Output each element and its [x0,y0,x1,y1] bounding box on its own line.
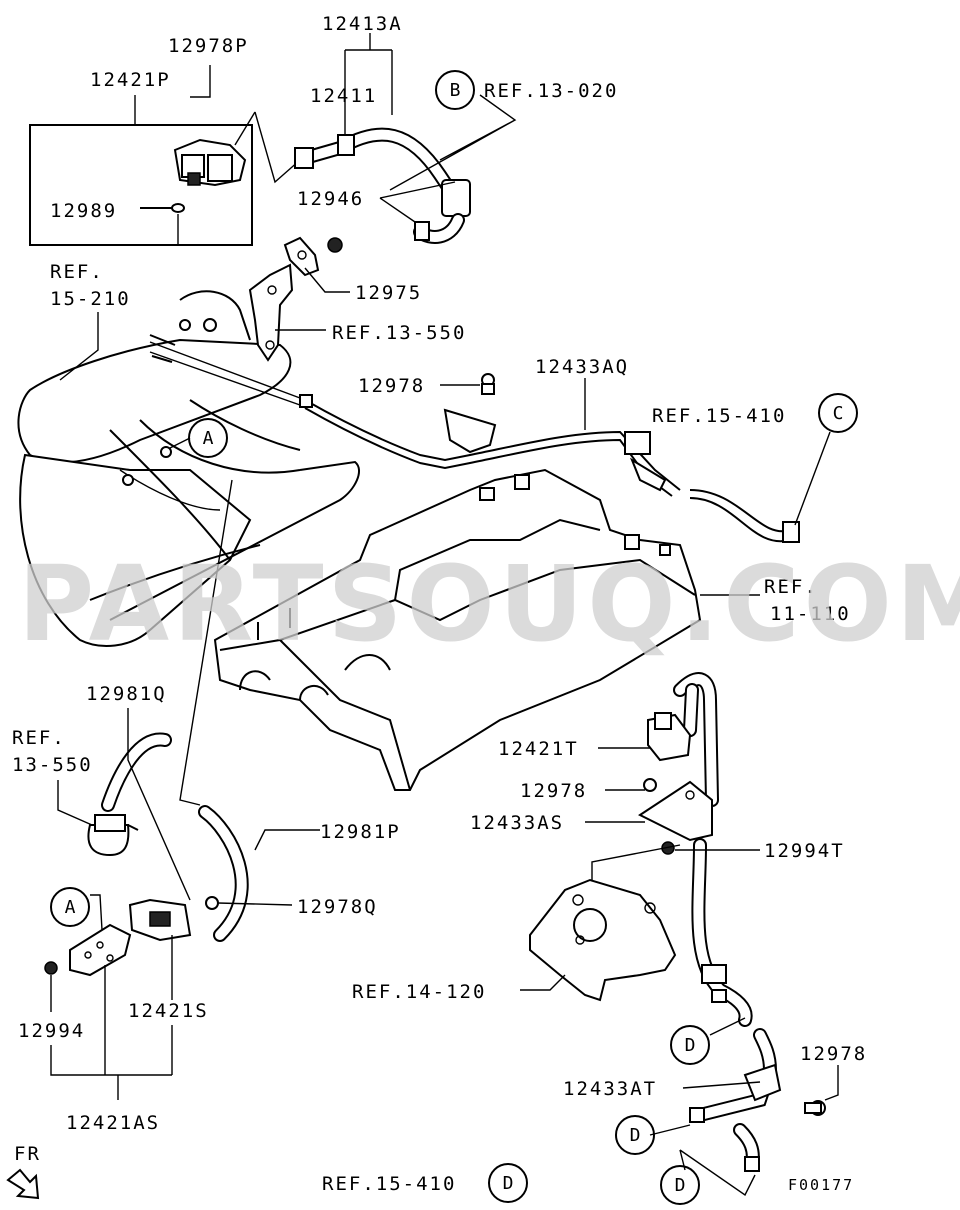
label-12421AS: 12421AS [66,1112,160,1134]
callout-A-lower: A [50,887,90,927]
label-12433AS: 12433AS [470,812,564,834]
callout-B: B [435,70,475,110]
label-12978P: 12978P [168,35,249,57]
label-ref-13-550-left-line1: REF. [12,727,66,749]
callout-D-4-letter: D [503,1173,514,1194]
callout-B-letter: B [450,80,461,101]
label-ref-15-410-c: REF.15-410 [652,405,786,427]
intake-manifold [17,290,360,647]
watermark: PARTSOUQ.COM [18,543,960,665]
vacuum-line-12433AQ [149,341,800,543]
label-12433AQ: 12433AQ [535,356,629,378]
label-12994: 12994 [18,1020,85,1042]
label-ref-11-110-line1: REF. [764,576,818,598]
label-12946: 12946 [297,188,364,210]
valve-cover [213,468,702,791]
callout-C-letter: C [833,403,844,424]
callout-D-2-letter: D [630,1125,641,1146]
label-ref-15-210-line2: 15-210 [50,288,131,310]
label-ref-14-120: REF.14-120 [352,981,486,1003]
label-ref-15-210-line1: REF. [50,261,104,283]
callout-A-lower-letter: A [65,897,76,918]
diagram-code: F00177 [788,1176,854,1194]
label-ref-15-410-d: REF.15-410 [322,1173,456,1195]
label-12994T: 12994T [764,840,845,862]
callout-D-4: D [488,1163,528,1203]
box-leader [254,111,301,184]
left-lower-components [44,732,249,977]
label-ref-13-550-left-line2: 13-550 [12,754,93,776]
front-label: FR [14,1143,41,1165]
label-12989: 12989 [50,200,117,222]
label-12975: 12975 [355,282,422,304]
callout-D-3: D [660,1165,700,1205]
label-12981Q: 12981Q [86,683,167,705]
callout-A-upper: A [188,418,228,458]
hose-12413A [294,127,471,253]
callout-C: C [818,393,858,433]
leader-lines [50,33,839,1197]
label-12421T: 12421T [498,738,579,760]
callout-A-upper-letter: A [203,428,214,449]
bracket-12975 [283,236,320,277]
label-12978Q: 12978Q [297,896,378,918]
routing-line [179,479,233,806]
label-12981P: 12981P [320,821,401,843]
timing-cover [529,878,677,1002]
right-middle-components [638,672,753,1027]
label-12421P: 12421P [90,69,171,91]
bracket-13-550 [248,263,294,362]
callout-D-1: D [670,1025,710,1065]
callout-D-3-letter: D [675,1175,686,1196]
callout-D-2: D [615,1115,655,1155]
label-12433AT: 12433AT [563,1078,657,1100]
front-arrow-icon [6,1168,40,1200]
label-ref-13-020: REF.13-020 [484,80,618,102]
bottom-right-assembly [689,1028,826,1172]
label-12411: 12411 [310,85,377,107]
label-12978-top: 12978 [358,375,425,397]
solenoid-box [29,124,253,246]
label-12978-mid: 12978 [520,780,587,802]
label-ref-11-110-line2: 11-110 [770,603,851,625]
callout-D-1-letter: D [685,1035,696,1056]
label-12978-bottom: 12978 [800,1043,867,1065]
label-12421S: 12421S [128,1000,209,1022]
front-direction-indicator: FR [6,1143,41,1200]
label-ref-13-550-top: REF.13-550 [332,322,466,344]
label-12413A: 12413A [322,13,403,35]
